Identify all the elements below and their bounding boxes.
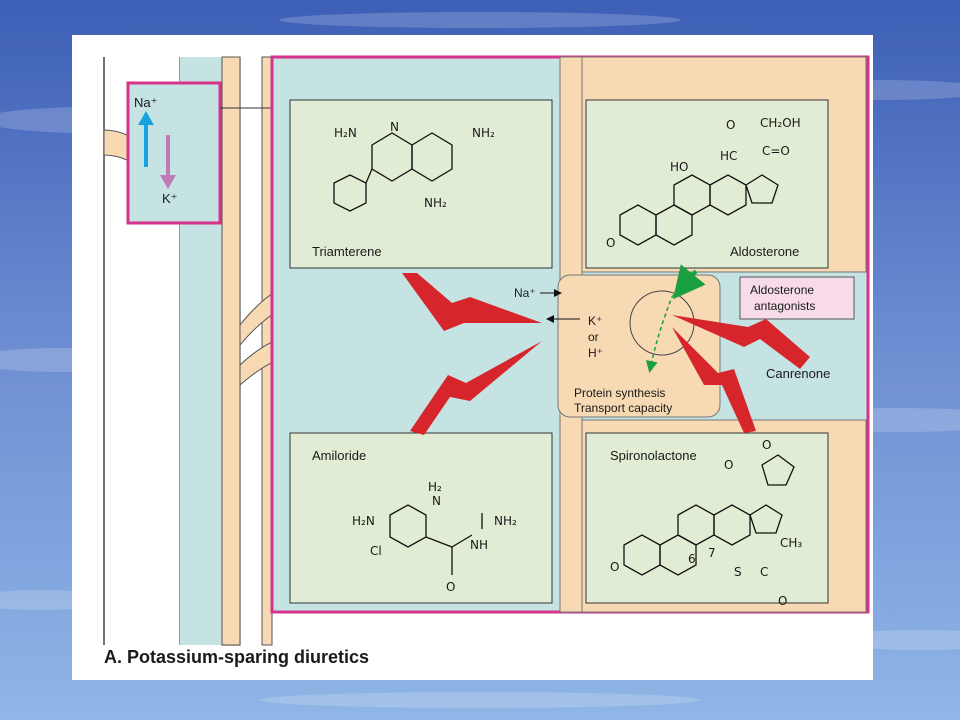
amiloride-h2: H₂ xyxy=(428,480,442,494)
cell-h-label: H⁺ xyxy=(588,346,603,360)
amiloride-n: N xyxy=(432,494,441,508)
aldosterone-label: Aldosterone xyxy=(730,244,799,259)
green-pathway-arrow xyxy=(645,272,693,373)
spironolactone-o-bottom: O xyxy=(778,594,787,608)
cell-protein-synthesis: Protein synthesis xyxy=(574,386,665,400)
triamterene-n: N xyxy=(390,120,399,134)
red-arrows xyxy=(402,273,810,435)
cell-na-label: Na⁺ xyxy=(514,286,536,300)
amiloride-structure xyxy=(389,504,483,575)
triamterene-h2n: H₂N xyxy=(334,126,357,140)
amiloride-o: O xyxy=(446,580,455,594)
spironolactone-ring-6: 6 xyxy=(688,552,696,566)
amiloride-arrow xyxy=(410,341,542,435)
canrenone-label: Canrenone xyxy=(766,366,830,381)
inset-box: Na⁺ K⁺ xyxy=(126,81,274,225)
antagonists-label-line2: antagonists xyxy=(754,299,815,313)
aldosterone-ch2oh: CH₂OH xyxy=(760,116,801,130)
aldosterone-co: C=O xyxy=(762,144,790,158)
cell-transport-capacity: Transport capacity xyxy=(574,401,672,415)
aldosterone-structure xyxy=(619,174,779,246)
amiloride-h2n: H₂N xyxy=(352,514,375,528)
aldosterone-box: Aldosterone HO O HC CH₂OH C=O O xyxy=(585,99,829,269)
amiloride-box: Amiloride H₂ N H₂N NH NH₂ Cl O xyxy=(289,432,553,604)
triamterene-box: Triamterene H₂N NH₂ NH₂ N xyxy=(289,99,553,269)
triamterene-nh2-right: NH₂ xyxy=(472,126,495,140)
cell-labels: Na⁺ K⁺ or H⁺ Protein synthesis Transport… xyxy=(514,264,706,415)
cell-or-label: or xyxy=(588,330,599,344)
figure-card: Na⁺ K⁺ Triamterene H₂N NH₂ NH₂ N Aldoste… xyxy=(72,35,873,680)
amiloride-label: Amiloride xyxy=(312,448,366,463)
aldosterone-hc: HC xyxy=(720,149,737,163)
spironolactone-ch3: CH₃ xyxy=(780,536,802,550)
canrenone-arrow xyxy=(672,315,810,369)
triamterene-nh2-bottom: NH₂ xyxy=(424,196,447,210)
antagonists-label-line1: Aldosterone xyxy=(750,283,814,297)
antagonists-box: Aldosterone antagonists xyxy=(739,276,855,320)
aldosterone-ho: HO xyxy=(670,160,688,174)
spironolactone-s: S xyxy=(734,565,742,579)
spironolactone-c: C xyxy=(760,565,768,579)
amiloride-cl: Cl xyxy=(370,544,382,558)
diuretics-diagram: Na⁺ K⁺ Triamterene H₂N NH₂ NH₂ N Aldoste… xyxy=(103,55,870,667)
spironolactone-label: Spironolactone xyxy=(610,448,697,463)
spironolactone-arrow xyxy=(672,327,756,433)
aldosterone-o: O xyxy=(606,236,615,250)
spironolactone-box: Spironolactone O O 6 7 S C CH₃ O O xyxy=(585,432,829,608)
spironolactone-o-top: O xyxy=(762,438,771,452)
triamterene-label: Triamterene xyxy=(312,244,382,259)
inset-na-label: Na⁺ xyxy=(134,95,157,110)
spironolactone-o-left: O xyxy=(610,560,619,574)
spironolactone-structure xyxy=(623,454,795,576)
triamterene-structure xyxy=(333,132,453,212)
aldosterone-o-aldehyde: O xyxy=(726,118,735,132)
figure-caption: A. Potassium-sparing diuretics xyxy=(104,647,369,667)
cell-k-label: K⁺ xyxy=(588,314,602,328)
spironolactone-o: O xyxy=(724,458,733,472)
amiloride-nh2: NH₂ xyxy=(494,514,517,528)
amiloride-nh: NH xyxy=(470,538,488,552)
spironolactone-ring-7: 7 xyxy=(708,546,716,560)
inset-k-label: K⁺ xyxy=(162,191,178,206)
triamterene-arrow xyxy=(402,273,542,331)
